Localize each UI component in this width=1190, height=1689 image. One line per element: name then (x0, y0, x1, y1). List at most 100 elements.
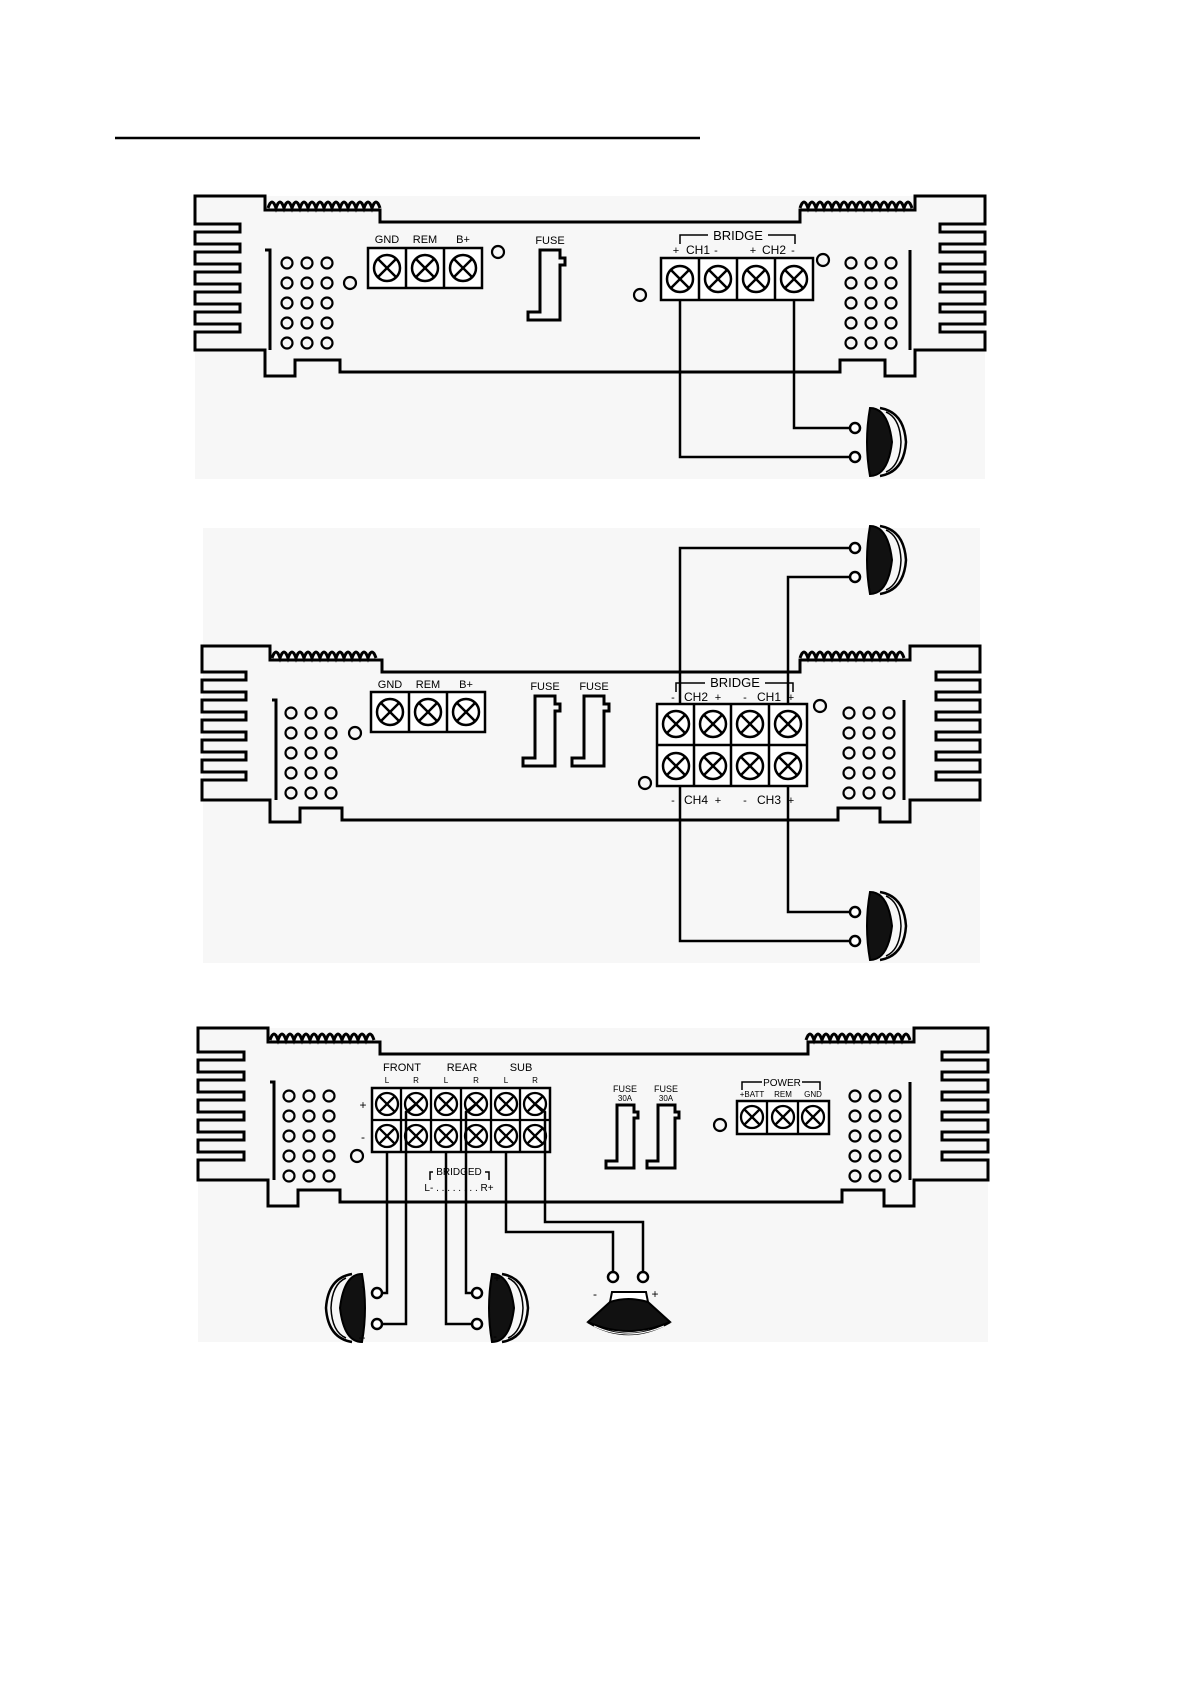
bridged-label: BRIDGED (436, 1167, 482, 1178)
amp-1-fins-left (266, 200, 382, 213)
rear-speaker-plus-label: + (493, 1271, 500, 1285)
wire-sub-l (504, 1152, 615, 1272)
fuse-1-icon (604, 1103, 640, 1170)
top-ch-label-minus-1: - (671, 692, 675, 704)
power-label-gnd: GND (804, 1090, 822, 1099)
group-label-rear: REAR (447, 1062, 478, 1074)
ch-label-minus-1: - (714, 245, 718, 257)
amp-2-fins-right (798, 650, 906, 663)
top-ch-label-plus-1: + (715, 692, 721, 704)
amp-3-vents-left (282, 1089, 728, 1183)
amp-2-fins-left (270, 650, 378, 663)
fuse-2-label: FUSE (579, 681, 608, 693)
fuse-label: FUSE (535, 235, 564, 247)
amp-3-vents-right (848, 1089, 902, 1183)
amp-2-vents-right (842, 706, 896, 800)
row-label-plus: + (359, 1098, 366, 1112)
fuse-1-label: FUSE (530, 681, 559, 693)
fuse-2-rating: 30A (659, 1094, 674, 1103)
power-label-rem: REM (416, 679, 440, 691)
ch-label-ch2: CH2 (762, 243, 786, 257)
amp-2-inner-edges (272, 698, 906, 800)
top-ch-label-ch1: CH1 (757, 690, 781, 704)
amp-1-vents-left (280, 244, 831, 350)
amp-3-heatsink (196, 1026, 990, 1208)
power-label-rem: REM (413, 234, 437, 246)
wire-ch3-plus (786, 786, 851, 914)
ch-label-minus-2: - (791, 245, 795, 257)
group-label-sub: SUB (510, 1062, 533, 1074)
wire-ch1-plus (786, 575, 851, 704)
power-label-bplus: B+ (456, 234, 470, 246)
wire-rear-l (444, 1152, 476, 1326)
fuse-icon (526, 248, 567, 322)
top-ch-label-ch2: CH2 (684, 690, 708, 704)
ch-label-plus-2: + (750, 245, 756, 257)
amp-1-fins-right (798, 200, 914, 213)
lr-label-4: R (473, 1076, 479, 1085)
lr-label-5: L (504, 1076, 509, 1085)
row-label-minus: - (361, 1130, 365, 1144)
subwoofer-icon (586, 1291, 672, 1336)
sub-speaker-minus-label: - (593, 1287, 597, 1301)
power-label-rem: REM (774, 1090, 792, 1099)
amp-1-power-terminal-block: GND REM B+ (366, 234, 484, 290)
wire-ch4-minus (678, 786, 851, 943)
power-label-bplus: B+ (459, 679, 473, 691)
rem-terminal-icon (410, 253, 440, 283)
diagram-2-background (203, 528, 980, 963)
amp-3-speaker-terminal-block (370, 1086, 552, 1154)
fuse-2-icon (645, 1103, 681, 1170)
wire-ch2-minus (792, 300, 851, 430)
power-label-batt: +BATT (740, 1090, 765, 1099)
diagram-6ch: FRONT REAR SUB L R L R L R + - BRIDGED L… (196, 1026, 990, 1345)
lr-label-6: R (532, 1076, 538, 1085)
amp-1-speaker-terminal-block (659, 256, 815, 302)
bottom-ch-label-plus-1: + (715, 795, 721, 807)
bottom-ch-label-ch3: CH3 (757, 793, 781, 807)
fuse-2-label: FUSE (654, 1084, 678, 1094)
bridge-label: BRIDGE (713, 228, 763, 243)
bridged-range-label: L- . . . . . . . . R+ (424, 1183, 493, 1194)
amp-3-power-terminal-block (735, 1099, 831, 1136)
top-ch-label-plus-2: + (788, 692, 794, 704)
front-speaker-minus-label: - (361, 1279, 365, 1293)
front-speaker-plus-label: + (358, 1331, 365, 1345)
top-ch-label-minus-2: - (743, 692, 747, 704)
bottom-ch-label-plus-2: + (788, 795, 794, 807)
amp-1-inner-edges (265, 248, 912, 350)
wire-ch1-plus (678, 300, 851, 459)
fuse-1-rating: 30A (618, 1094, 633, 1103)
lr-label-3: L (444, 1076, 449, 1085)
lr-label-2: R (413, 1076, 419, 1085)
fuse-1-icon (521, 694, 562, 768)
sub-speaker-plus-label: + (651, 1287, 658, 1301)
fuse-2-icon (570, 694, 611, 768)
amp-2-vents-left (284, 698, 828, 800)
amp-3-fins-left (268, 1032, 376, 1045)
diagram-2ch-bridged: GND REM B+ FUSE BRIDGE + CH1 - + CH2 - (193, 194, 987, 479)
ch-label-plus-1: + (673, 245, 679, 257)
amp-3-fins-right (804, 1032, 912, 1045)
ch-label-ch1: CH1 (686, 243, 710, 257)
bottom-ch-label-minus-2: - (743, 795, 747, 807)
bplus-terminal-icon (448, 253, 478, 283)
rear-speaker-minus-label: - (493, 1329, 497, 1343)
wire-ch2-minus (678, 546, 851, 704)
wire-front-r (376, 1103, 417, 1326)
amp-3-inner-edges (270, 1080, 912, 1180)
bottom-ch-label-ch4: CH4 (684, 793, 708, 807)
amp-1-heatsink (193, 194, 987, 378)
group-label-front: FRONT (383, 1062, 421, 1074)
wire-sub-r (534, 1103, 645, 1272)
amp-2-heatsink (200, 644, 982, 824)
amp-2-power-terminal-block: GND REM B+ (369, 679, 487, 734)
power-label-gnd: GND (378, 679, 403, 691)
bottom-ch-label-minus-1: - (671, 795, 675, 807)
power-label: POWER (763, 1078, 801, 1089)
bridge-label: BRIDGE (710, 675, 760, 690)
diagram-4ch-bridged: GND REM B+ FUSE FUSE BRIDGE - CH2 + - CH… (200, 524, 982, 963)
amp-1-vents-right (844, 256, 898, 350)
